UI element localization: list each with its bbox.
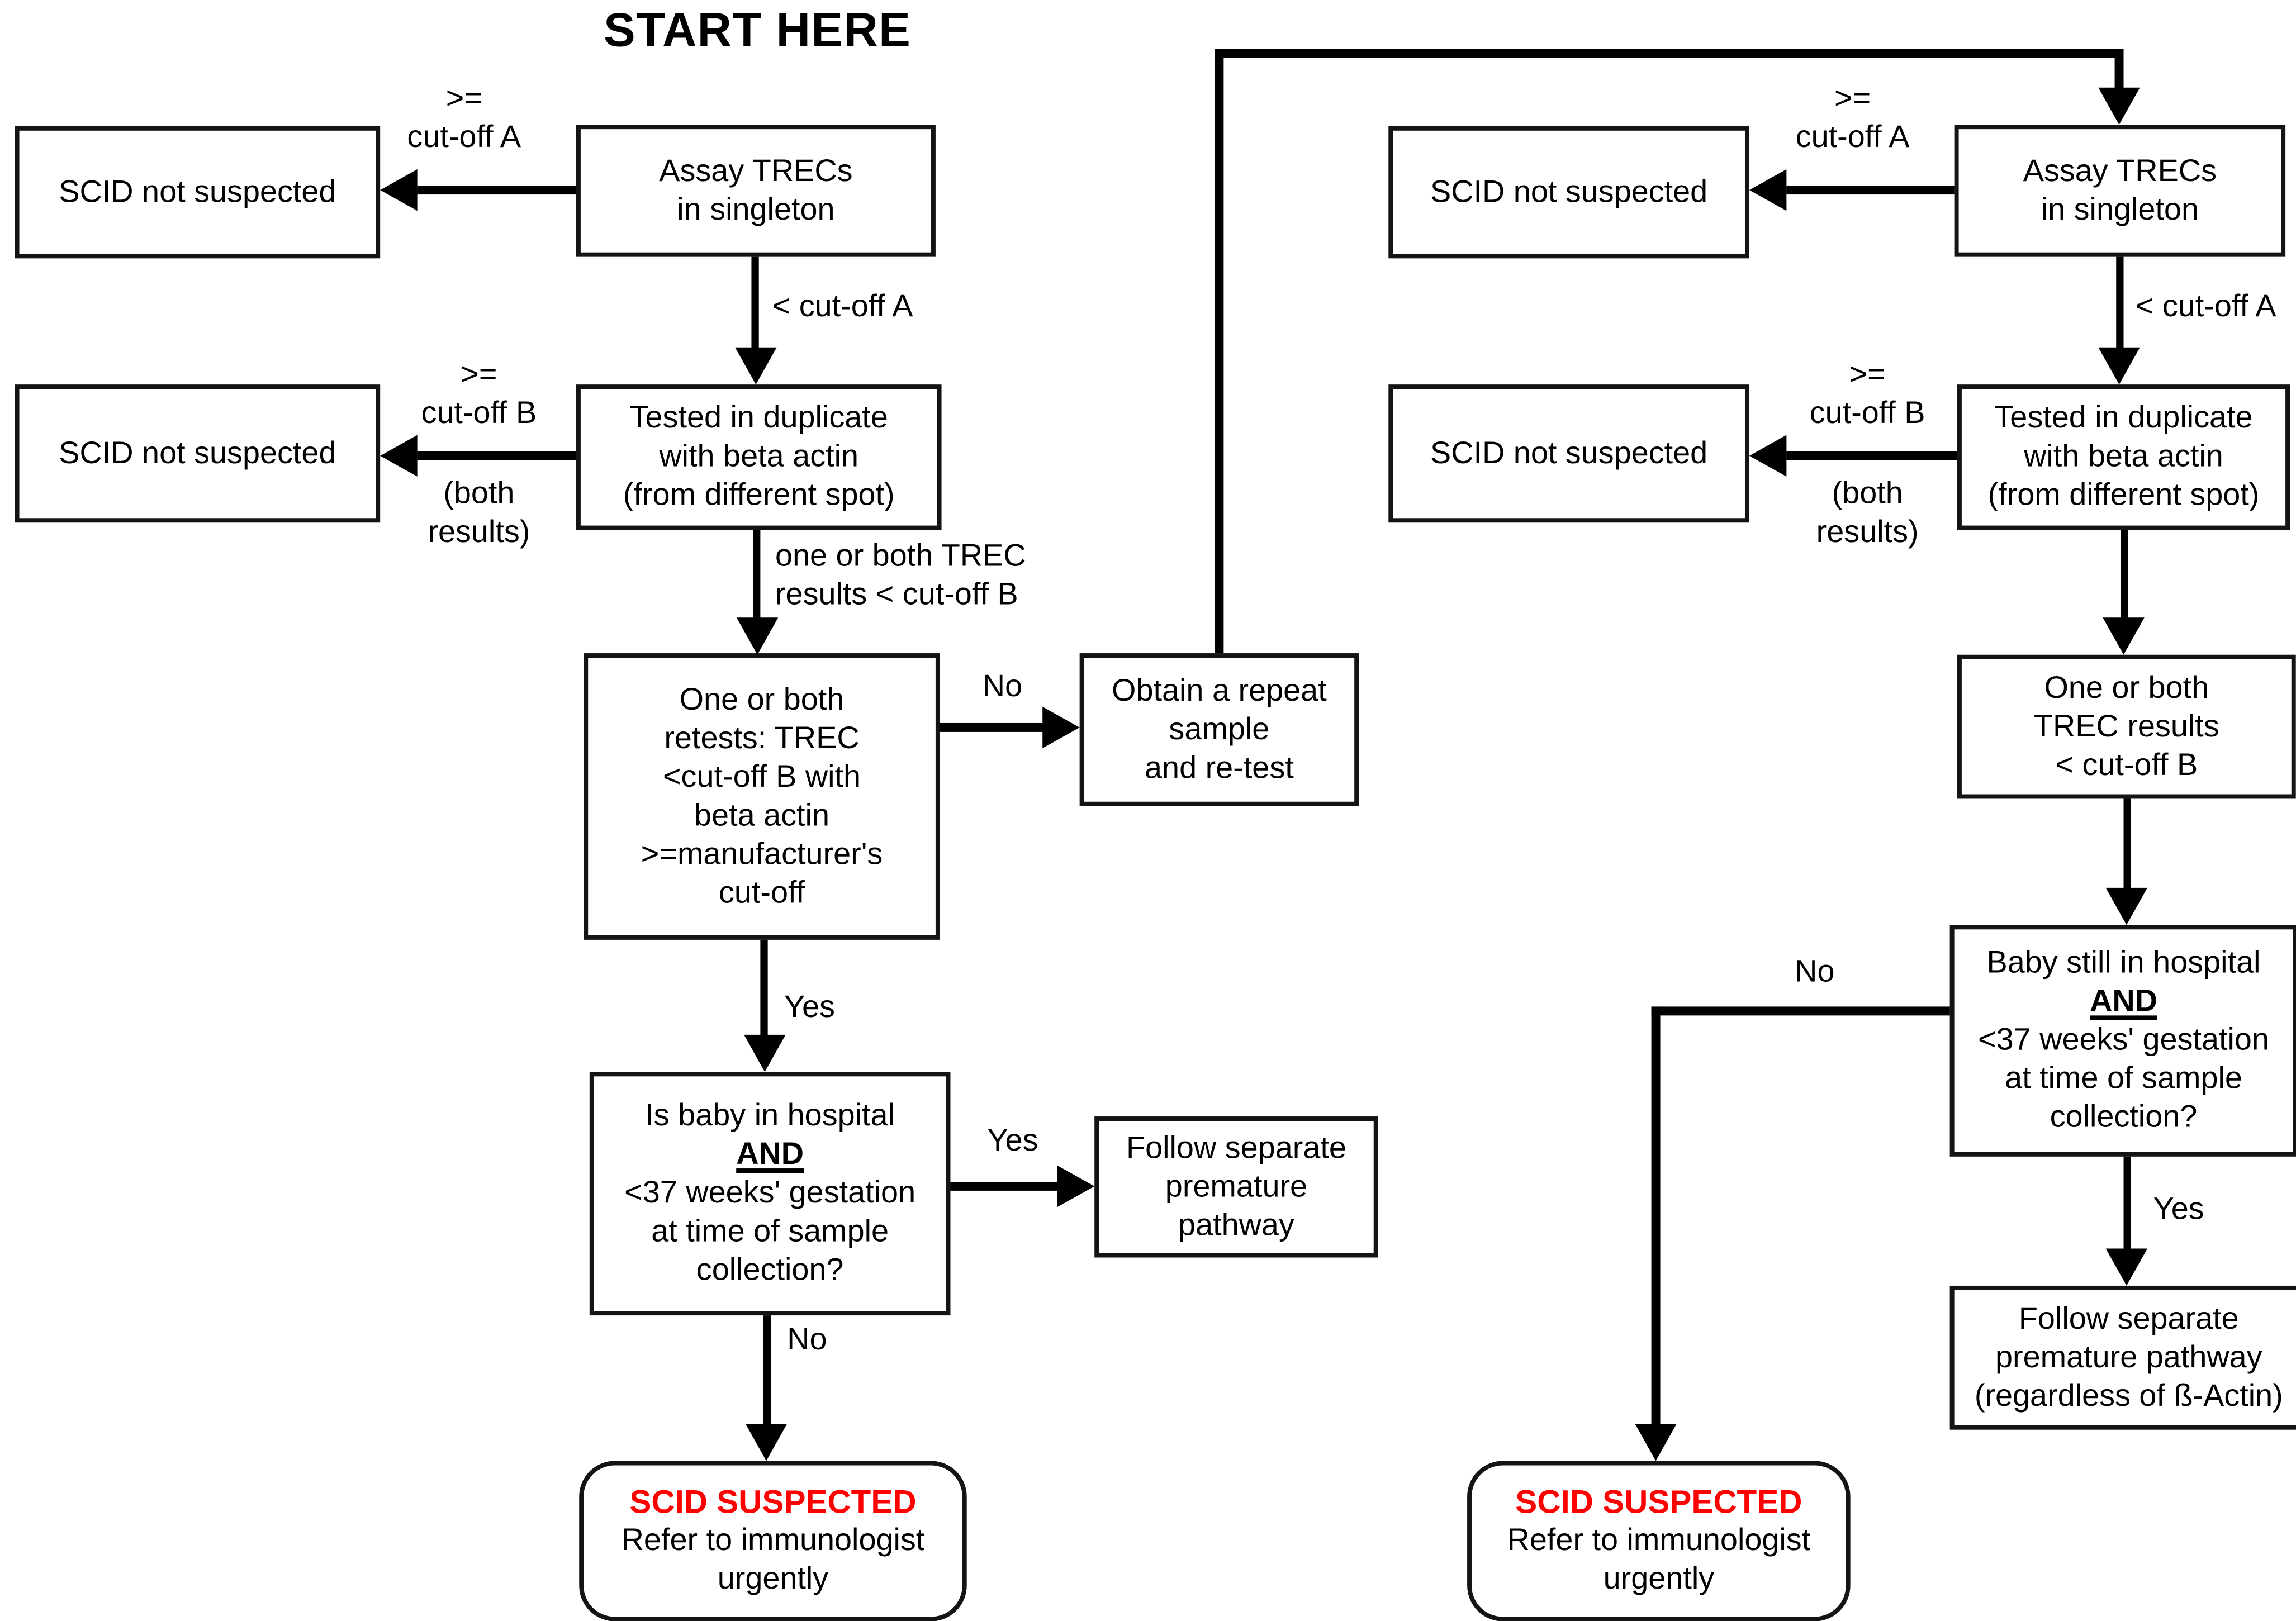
left-scid-not-suspected-top-box: SCID not suspected bbox=[15, 126, 381, 259]
left-premature-pathway-box: Follow separate premature pathway bbox=[1094, 1116, 1378, 1258]
down-arrowhead-icon bbox=[2105, 1248, 2148, 1286]
hospital-to-scid-line bbox=[763, 1315, 771, 1425]
right-arrowhead-icon bbox=[1042, 706, 1080, 749]
right-scid-suspected-box: SCID SUSPECTED Refer to immunologist urg… bbox=[1467, 1461, 1851, 1621]
right-baby-question-rest: <37 weeks' gestation at time of sample c… bbox=[1978, 1023, 2269, 1134]
right-baby-question-line1: Baby still in hospital bbox=[1986, 945, 2261, 980]
page-title: START HERE bbox=[603, 3, 912, 56]
left-arrowhead-icon bbox=[1749, 169, 1787, 211]
down-arrowhead-icon bbox=[1635, 1424, 1677, 1461]
left-assay-trecs-box: Assay TRECs in singleton bbox=[576, 125, 936, 257]
down-arrowhead-icon bbox=[744, 1034, 786, 1072]
down-arrowhead-icon bbox=[736, 617, 779, 655]
right-scid-not-suspected-top-box: SCID not suspected bbox=[1388, 126, 1749, 259]
right-arrowhead-icon bbox=[1057, 1165, 1095, 1208]
left-scid-suspected-title: SCID SUSPECTED bbox=[629, 1483, 917, 1520]
right-one-or-both-box: One or both TREC results < cut-off B bbox=[1957, 654, 2296, 799]
left-duplicate-to-retest-line bbox=[753, 530, 761, 619]
retest-to-hospital-line bbox=[760, 939, 768, 1037]
right-premature-pathway-box: Follow separate premature pathway (regar… bbox=[1949, 1285, 2296, 1430]
left-both-results-label: (both results) bbox=[428, 476, 530, 550]
left-assay-to-sns-line bbox=[417, 186, 576, 195]
down-arrowhead-icon bbox=[735, 347, 777, 385]
left-ge-cutoff-b-label: >= cut-off B bbox=[421, 358, 537, 431]
down-arrowhead-icon bbox=[2103, 617, 2145, 655]
repeat-to-top-connector-vertical bbox=[1215, 49, 1224, 654]
left-ge-cutoff-a-label: >= cut-off A bbox=[407, 82, 521, 155]
right-scid-suspected-body: Refer to immunologist urgently bbox=[1507, 1523, 1811, 1596]
left-one-or-both-label: one or both TREC results < cut-off B bbox=[775, 539, 1026, 612]
top-connector-drop bbox=[2114, 49, 2124, 89]
left-tested-duplicate-box: Tested in duplicate with beta actin (fro… bbox=[576, 384, 942, 530]
down-arrowhead-icon bbox=[2105, 887, 2148, 925]
baby-no-branch-vertical bbox=[1651, 1006, 1661, 1425]
retest-to-repeat-line bbox=[940, 722, 1044, 732]
left-duplicate-to-sns-line bbox=[417, 451, 576, 460]
left-arrowhead-icon bbox=[380, 435, 418, 477]
left-lt-cutoff-a-label: < cut-off A bbox=[772, 289, 913, 324]
left-scid-suspected-box: SCID SUSPECTED Refer to immunologist urg… bbox=[579, 1461, 967, 1621]
left-arrowhead-icon bbox=[380, 169, 418, 211]
top-connector-horizontal bbox=[1215, 49, 2121, 58]
right-assay-to-duplicate-line bbox=[2116, 256, 2124, 349]
right-tested-duplicate-box: Tested in duplicate with beta actin (fro… bbox=[1957, 384, 2290, 530]
right-baby-question-and: AND bbox=[2090, 984, 2157, 1019]
left-hospital-question-and: AND bbox=[736, 1137, 804, 1172]
right-lt-cutoff-a-label: < cut-off A bbox=[2135, 289, 2276, 324]
down-arrowhead-icon bbox=[2098, 87, 2140, 125]
baby-to-premature-line bbox=[2123, 1156, 2131, 1251]
hospital-yes-label: Yes bbox=[987, 1124, 1038, 1158]
right-duplicate-to-oneorboth-line bbox=[2121, 530, 2128, 619]
retest-yes-label: Yes bbox=[784, 990, 835, 1025]
retest-no-label: No bbox=[982, 669, 1023, 704]
left-hospital-question-line1: Is baby in hospital bbox=[645, 1099, 895, 1133]
right-scid-suspected-title: SCID SUSPECTED bbox=[1515, 1483, 1802, 1520]
hospital-no-label: No bbox=[787, 1323, 827, 1357]
hospital-to-premature-line bbox=[950, 1181, 1059, 1191]
right-both-results-label: (both results) bbox=[1816, 476, 1919, 550]
right-assay-trecs-box: Assay TRECs in singleton bbox=[1954, 125, 2286, 257]
right-duplicate-to-sns-line bbox=[1786, 451, 1957, 460]
left-scid-suspected-body: Refer to immunologist urgently bbox=[621, 1523, 925, 1596]
left-arrowhead-icon bbox=[1749, 435, 1787, 477]
down-arrowhead-icon bbox=[2098, 347, 2140, 385]
down-arrowhead-icon bbox=[745, 1424, 788, 1461]
right-assay-to-sns-line bbox=[1786, 186, 1955, 195]
repeat-sample-box: Obtain a repeat sample and re-test bbox=[1079, 653, 1359, 806]
baby-yes-label: Yes bbox=[2153, 1192, 2204, 1227]
right-ge-cutoff-a-label: >= cut-off A bbox=[1795, 82, 1910, 155]
baby-no-label: No bbox=[1795, 954, 1835, 989]
right-ge-cutoff-b-label: >= cut-off B bbox=[1809, 358, 1925, 431]
baby-no-branch-horizontal bbox=[1651, 1006, 1950, 1016]
right-oneorboth-to-baby-line bbox=[2123, 798, 2131, 890]
right-baby-question-box: Baby still in hospital AND <37 weeks' ge… bbox=[1949, 925, 2296, 1157]
left-retest-result-box: One or both retests: TREC <cut-off B wit… bbox=[584, 653, 940, 940]
left-hospital-question-box: Is baby in hospital AND <37 weeks' gesta… bbox=[589, 1072, 951, 1316]
left-scid-not-suspected-mid-box: SCID not suspected bbox=[15, 384, 381, 523]
left-hospital-question-rest: <37 weeks' gestation at time of sample c… bbox=[624, 1176, 916, 1287]
left-assay-to-duplicate-line bbox=[751, 256, 759, 349]
right-scid-not-suspected-mid-box: SCID not suspected bbox=[1388, 384, 1749, 523]
